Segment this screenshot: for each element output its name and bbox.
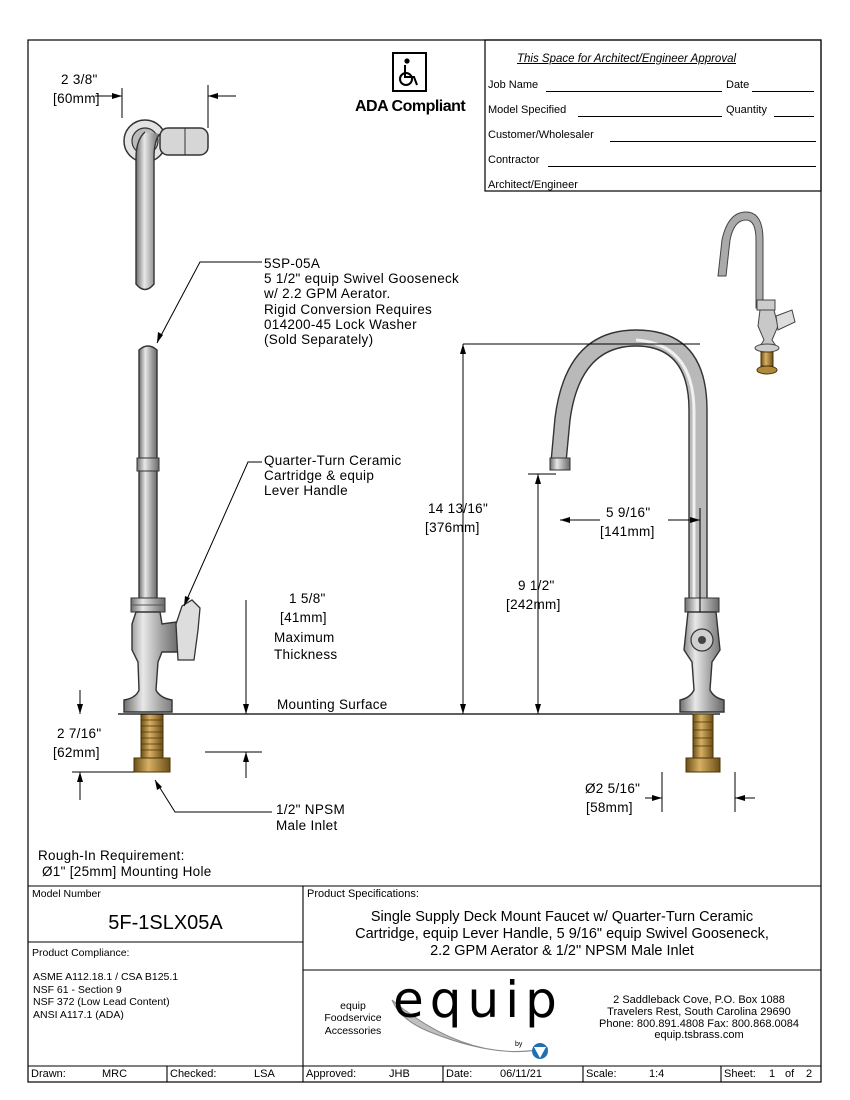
top-view <box>95 85 236 291</box>
logo-by: by <box>515 1041 523 1048</box>
compliance-list: ASME A112.18.1 / CSA B125.1 NSF 61 - Sec… <box>33 971 179 1021</box>
dim-max-thickness-imperial: 1 5/8" <box>289 591 326 606</box>
dim-shank-metric: [62mm] <box>53 745 100 760</box>
dim-spout-reach-metric: [141mm] <box>600 524 655 539</box>
max-thickness-label-2: Thickness <box>274 647 338 662</box>
approved-label: Approved: <box>306 1068 357 1080</box>
checked-label: Checked: <box>170 1068 217 1080</box>
front-view <box>460 329 755 812</box>
wheelchair-icon <box>392 52 427 92</box>
model-specified-field[interactable] <box>578 116 722 117</box>
mounting-surface-label: Mounting Surface <box>277 697 388 712</box>
approval-title: This Space for Architect/Engineer Approv… <box>517 53 737 65</box>
job-name-field[interactable] <box>546 91 722 92</box>
dim-spout-height-metric: [242mm] <box>506 597 561 612</box>
sheet-label: Sheet: <box>724 1068 756 1080</box>
isometric-view <box>717 211 796 375</box>
side-view <box>72 261 720 813</box>
max-thickness-label-1: Maximum <box>274 630 335 645</box>
model-specified-label: Model Specified <box>488 104 567 116</box>
dim-flange-imperial: Ø2 5/16" <box>585 781 641 796</box>
drawn-value: MRC <box>102 1068 128 1080</box>
specs-label: Product Specifications: <box>307 888 419 900</box>
date-label: Date <box>726 79 750 91</box>
quantity-label: Quantity <box>726 104 767 116</box>
checked-value: LSA <box>254 1068 275 1080</box>
model-number-label: Model Number <box>32 888 101 900</box>
model-number: 5F-1SLX05A <box>108 912 223 934</box>
drawn-label: Drawn: <box>31 1068 66 1080</box>
equip-logo-graphic <box>391 999 549 1059</box>
dim-flange-metric: [58mm] <box>586 800 633 815</box>
cartridge-callout: Quarter-Turn Ceramic Cartridge & equip L… <box>264 453 402 499</box>
dim-shank-imperial: 2 7/16" <box>57 726 102 741</box>
of-label: of <box>785 1068 795 1080</box>
dim-total-height-imperial: 14 13/16" <box>428 501 489 516</box>
contractor-label: Contractor <box>488 154 540 166</box>
dim-spout-height-imperial: 9 1/2" <box>518 578 555 593</box>
job-name-label: Job Name <box>488 79 539 91</box>
scale-label: Scale: <box>586 1068 617 1080</box>
dim-max-thickness-metric: [41mm] <box>280 610 327 625</box>
dim-total-height-metric: [376mm] <box>425 520 480 535</box>
customer-label: Customer/Wholesaler <box>488 129 594 141</box>
date-field[interactable] <box>752 91 814 92</box>
approval-box <box>484 39 822 192</box>
compliance-label: Product Compliance: <box>32 947 130 959</box>
company-address: 2 Saddleback Cove, P.O. Box 1088 Travele… <box>598 994 799 1042</box>
rough-in-note: Rough-In Requirement: Ø1" [25mm] Mountin… <box>38 848 212 879</box>
sheet-total: 2 <box>806 1068 813 1080</box>
scale-value: 1:4 <box>649 1068 665 1080</box>
brand-tagline: equip Foodservice Accessories <box>324 1000 382 1037</box>
gooseneck-callout: 5SP-05A 5 1/2" equip Swivel Gooseneck w/… <box>264 256 460 348</box>
equip-logo: equip <box>393 971 563 1029</box>
architect-label: Architect/Engineer <box>488 179 578 191</box>
date-row-label: Date: <box>446 1068 473 1080</box>
date-value: 06/11/21 <box>500 1068 543 1080</box>
product-specs: Single Supply Deck Mount Faucet w/ Quart… <box>355 909 769 959</box>
customer-field[interactable] <box>610 141 816 142</box>
ada-compliant-label: ADA Compliant <box>355 98 466 115</box>
sheet-border <box>27 39 822 1083</box>
dim-top-width-metric: [60mm] <box>53 91 100 106</box>
contractor-field[interactable] <box>548 166 816 167</box>
sheet-value: 1 <box>769 1068 776 1080</box>
dim-top-width-imperial: 2 3/8" <box>61 72 98 87</box>
dim-spout-reach-imperial: 5 9/16" <box>606 505 651 520</box>
quantity-field[interactable] <box>774 116 814 117</box>
inlet-callout: 1/2" NPSM Male Inlet <box>276 802 346 833</box>
approved-value: JHB <box>389 1068 410 1080</box>
title-block <box>28 885 821 1082</box>
